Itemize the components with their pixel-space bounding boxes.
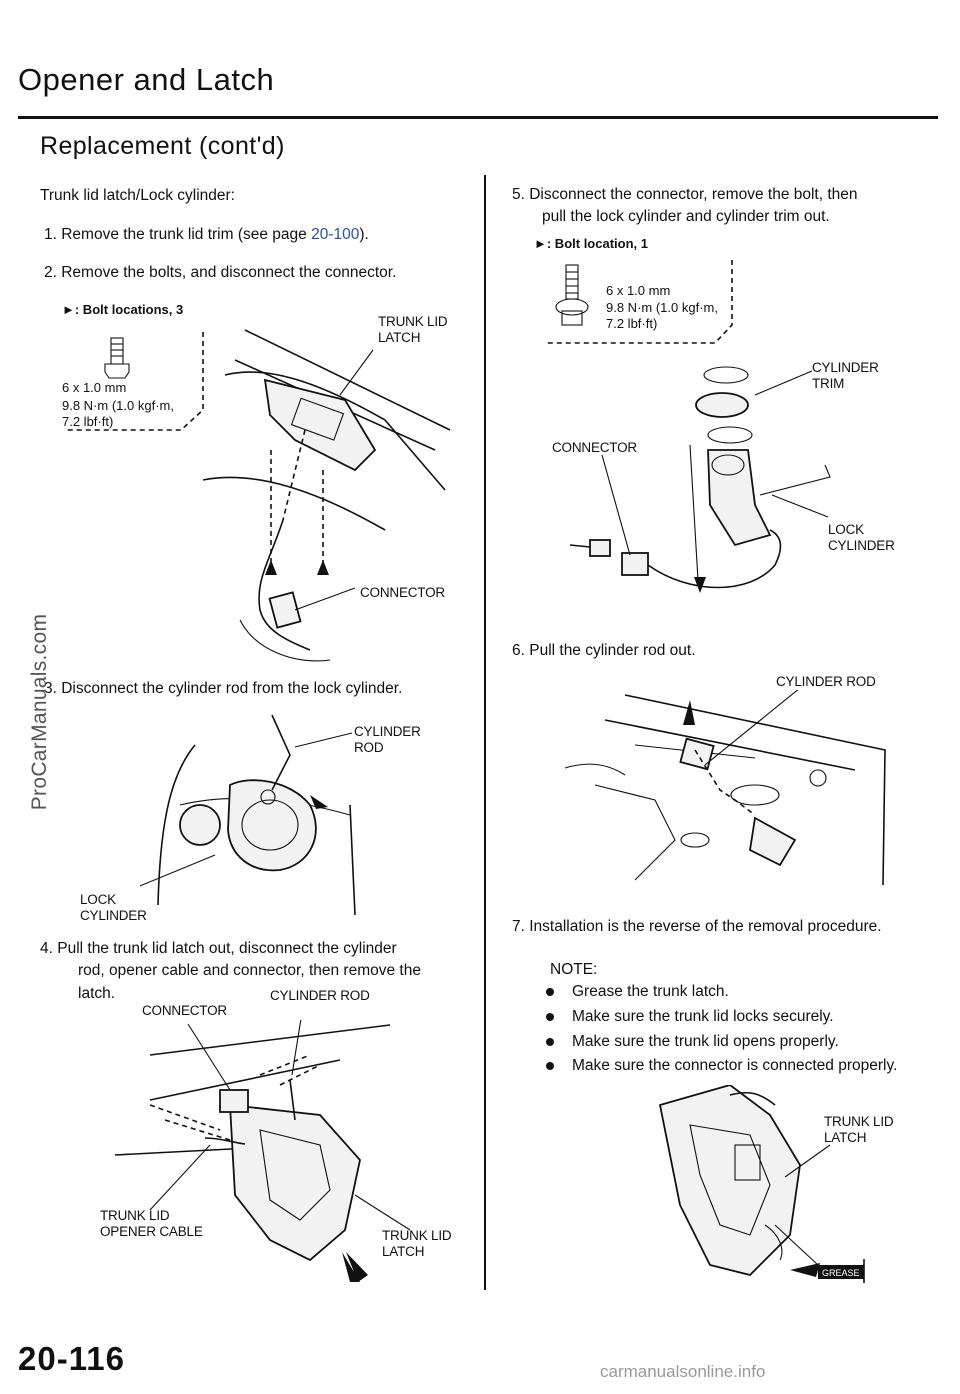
note-item: Make sure the trunk lid locks securely. <box>540 1005 940 1030</box>
bolt-spec-torque-2: 7.2 lbf·ft) <box>62 414 114 429</box>
label-cylinder-rod-5: CYLINDER ROD <box>776 674 876 689</box>
step-1-text: 1. Remove the trunk lid trim (see page <box>44 226 312 243</box>
note-heading: NOTE: <box>550 961 598 978</box>
label-cylinder-rod-3: CYLINDER ROD <box>270 988 370 1003</box>
side-watermark: ProCarManuals.com <box>28 613 51 811</box>
figure-cylinder-rod-out <box>564 690 886 886</box>
step-3: 3. Disconnect the cylinder rod from the … <box>44 680 403 697</box>
bolt-location-title: ►: Bolt location, 1 <box>534 236 648 251</box>
figure-latch-removal <box>65 329 451 662</box>
bolt-spec-2-torque-1: 9.8 N·m (1.0 kgf·m, <box>606 300 718 315</box>
step-5: 5. Disconnect the connector, remove the … <box>512 186 858 226</box>
bottom-watermark: carmanualsonline.info <box>600 1362 766 1381</box>
page-title: Opener and Latch <box>18 62 275 97</box>
page-link-20-100[interactable]: 20-100 <box>311 226 360 243</box>
step-6: 6. Pull the cylinder rod out. <box>512 642 696 659</box>
step-2: 2. Remove the bolts, and disconnect the … <box>44 264 397 281</box>
figure-cylinder-rod <box>140 714 356 916</box>
bolt-icon <box>555 264 589 326</box>
bolt-icon <box>104 337 130 379</box>
figure-latch-out <box>114 1020 411 1282</box>
note-item: Make sure the trunk lid opens properly. <box>540 1030 940 1055</box>
figure-lock-cylinder <box>545 260 831 593</box>
note-item: Make sure the connector is connected pro… <box>540 1054 940 1079</box>
bolt-locations-title: ►: Bolt locations, 3 <box>62 302 184 317</box>
grease-tag: GREASE <box>822 1268 860 1278</box>
step-1-end: ). <box>359 226 369 243</box>
step-4: 4. Pull the trunk lid latch out, disconn… <box>40 940 421 1002</box>
bolt-spec-2-torque-2: 7.2 lbf·ft) <box>606 316 658 331</box>
bolt-spec-torque-1: 9.8 N·m (1.0 kgf·m, <box>62 398 174 413</box>
figure-latch-install: GREASE <box>658 1085 865 1283</box>
label-connector-3: CONNECTOR <box>142 1003 227 1018</box>
section-subtitle: Replacement (cont'd) <box>40 132 285 160</box>
step-1: 1. Remove the trunk lid trim (see page 2… <box>44 224 369 246</box>
step-7: 7. Installation is the reverse of the re… <box>512 918 882 935</box>
bolt-spec-size: 6 x 1.0 mm <box>62 380 127 395</box>
title-rule <box>18 116 938 119</box>
label-connector-4: CONNECTOR <box>552 440 637 455</box>
column-divider <box>484 175 486 1290</box>
page-number: 20-116 <box>18 1340 125 1377</box>
label-connector-1: CONNECTOR <box>360 585 445 600</box>
note-item: Grease the trunk latch. <box>540 980 940 1005</box>
bolt-spec-2-size: 6 x 1.0 mm <box>606 283 671 298</box>
intro-text: Trunk lid latch/Lock cylinder: <box>40 187 235 204</box>
note-list: Grease the trunk latch. Make sure the tr… <box>540 980 940 1079</box>
